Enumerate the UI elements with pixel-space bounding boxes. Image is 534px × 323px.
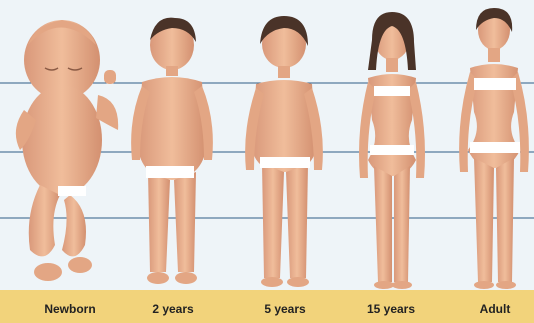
label-5-years: 5 years	[240, 299, 330, 319]
censor-bar-newborn	[58, 186, 86, 196]
label-15-years: 15 years	[346, 299, 436, 319]
label-2-years: 2 years	[128, 299, 218, 319]
censor-bar-5-years	[260, 157, 310, 168]
censor-bar-15-years-chest	[374, 86, 410, 96]
label-newborn: Newborn	[25, 299, 115, 319]
label-adult: Adult	[450, 299, 534, 319]
censor-bar-adult-chest	[474, 78, 516, 90]
censor-bar-15-years-hips	[370, 145, 414, 155]
censor-bar-adult-hips	[470, 142, 520, 153]
censor-bar-2-years	[146, 166, 194, 178]
